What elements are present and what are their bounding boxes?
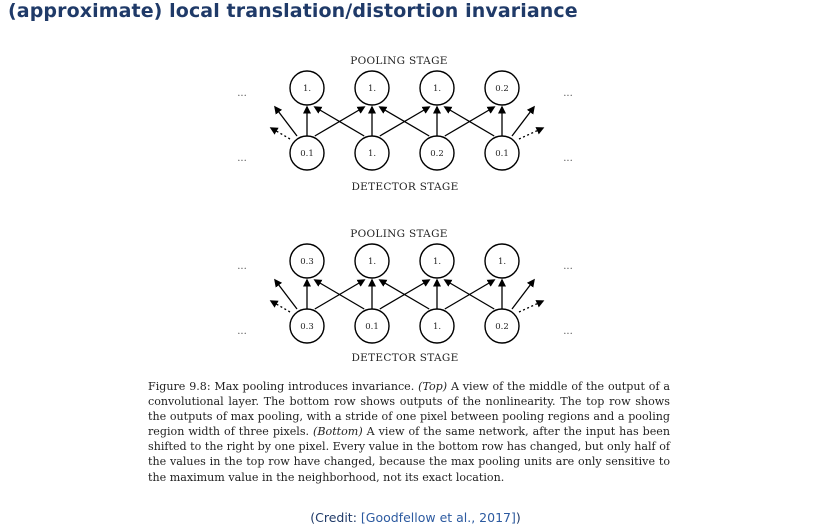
credit-open: (Credit: xyxy=(310,510,361,525)
diagram-panels: POOLING STAGE DETECTOR STAGE 1. 1. 1. 0.2 0.1 1… xyxy=(237,55,573,364)
detector-unit-value: 1. xyxy=(433,322,441,332)
edge-arrow-right-dashed xyxy=(518,300,545,313)
pooling-unit xyxy=(419,70,455,106)
detector-unit xyxy=(289,308,325,344)
pooling-unit xyxy=(354,243,390,279)
pooling-stage-label: POOLING STAGE xyxy=(350,228,447,240)
pooling-unit xyxy=(354,70,390,106)
max-pooling-diagram: POOLING STAGE DETECTOR STAGE 1. 1. 1. 0.2 0.1 1… xyxy=(237,55,573,364)
detector-unit xyxy=(354,308,390,344)
panel-2: POOLING STAGE DETECTOR STAGE 0.3 1. 1. 1. 0.3 0… xyxy=(237,228,573,364)
edge-connection-arrow xyxy=(511,105,535,137)
detector-unit xyxy=(484,135,520,171)
pool-connection-arrow xyxy=(444,106,496,137)
detector-unit xyxy=(484,308,520,344)
detector-unit xyxy=(419,135,455,171)
caption-bottom-tag: (Bottom) xyxy=(313,425,363,439)
ellipsis: ... xyxy=(563,261,573,272)
detector-unit-value: 0.3 xyxy=(300,322,314,332)
slide-title: (approximate) local translation/distorti… xyxy=(8,0,578,22)
ellipsis: ... xyxy=(237,88,247,99)
detector-unit xyxy=(419,308,455,344)
detector-unit-value: 0.2 xyxy=(430,149,444,159)
pool-connection-arrow xyxy=(444,279,496,310)
pooling-unit-value: 1. xyxy=(303,84,311,94)
ellipsis: ... xyxy=(563,88,573,99)
pooling-unit xyxy=(484,70,520,106)
ellipsis: ... xyxy=(563,326,573,337)
pooling-unit-value: 1. xyxy=(498,257,506,267)
ellipsis: ... xyxy=(563,153,573,164)
ellipsis: ... xyxy=(237,261,247,272)
caption-top-tag: (Top) xyxy=(418,380,448,393)
edge-arrow-left-dashed xyxy=(269,300,291,313)
detector-unit xyxy=(289,135,325,171)
pool-connection-arrow xyxy=(379,106,431,137)
edge-arrow-right-dashed xyxy=(518,127,545,140)
detector-unit-value: 0.2 xyxy=(495,322,509,332)
pool-connection-arrow xyxy=(314,106,366,137)
ellipsis: ... xyxy=(237,326,247,337)
detector-unit-value: 0.1 xyxy=(365,322,379,332)
pooling-unit xyxy=(419,243,455,279)
caption-prefix: Figure 9.8: Max pooling introduces invar… xyxy=(148,380,419,393)
panel-1: POOLING STAGE DETECTOR STAGE 1. 1. 1. 0.2 0.1 1… xyxy=(237,55,573,193)
ellipsis: ... xyxy=(237,153,247,164)
caption-body-1: A view of the middle of the output of a … xyxy=(148,380,671,439)
credit-line: (Credit: [Goodfellow et al., 2017]) xyxy=(0,510,831,525)
edge-arrow-left-dashed xyxy=(269,127,291,140)
caption-body-2: A view of the same network, after the in… xyxy=(148,425,670,484)
pooling-unit-value: 0.3 xyxy=(300,257,314,267)
detector-unit-value: 0.1 xyxy=(300,149,314,159)
citation-link[interactable]: [Goodfellow et al., 2017] xyxy=(360,510,516,525)
pool-connection-arrow xyxy=(379,279,431,310)
edge-connection-arrow xyxy=(274,278,298,310)
pooling-unit-value: 1. xyxy=(368,84,376,94)
credit-close: ) xyxy=(515,510,521,525)
pooling-unit-value: 0.2 xyxy=(495,84,509,94)
pooling-unit xyxy=(289,243,325,279)
pool-connection-arrow xyxy=(314,279,366,310)
pooling-unit-value: 1. xyxy=(433,84,441,94)
detector-stage-label: DETECTOR STAGE xyxy=(351,352,458,364)
pooling-unit xyxy=(484,243,520,279)
pooling-unit-value: 1. xyxy=(368,257,376,267)
pooling-stage-label: POOLING STAGE xyxy=(350,55,447,67)
detector-unit-value: 0.1 xyxy=(495,149,509,159)
detector-unit xyxy=(354,135,390,171)
edge-connection-arrow xyxy=(511,278,535,310)
detector-stage-label: DETECTOR STAGE xyxy=(351,181,458,193)
detector-unit-value: 1. xyxy=(368,149,376,159)
pooling-unit-value: 1. xyxy=(433,257,441,267)
pooling-unit xyxy=(289,70,325,106)
figure-caption: Figure 9.8: Max pooling introduces invar… xyxy=(148,379,670,485)
edge-connection-arrow xyxy=(274,105,298,137)
